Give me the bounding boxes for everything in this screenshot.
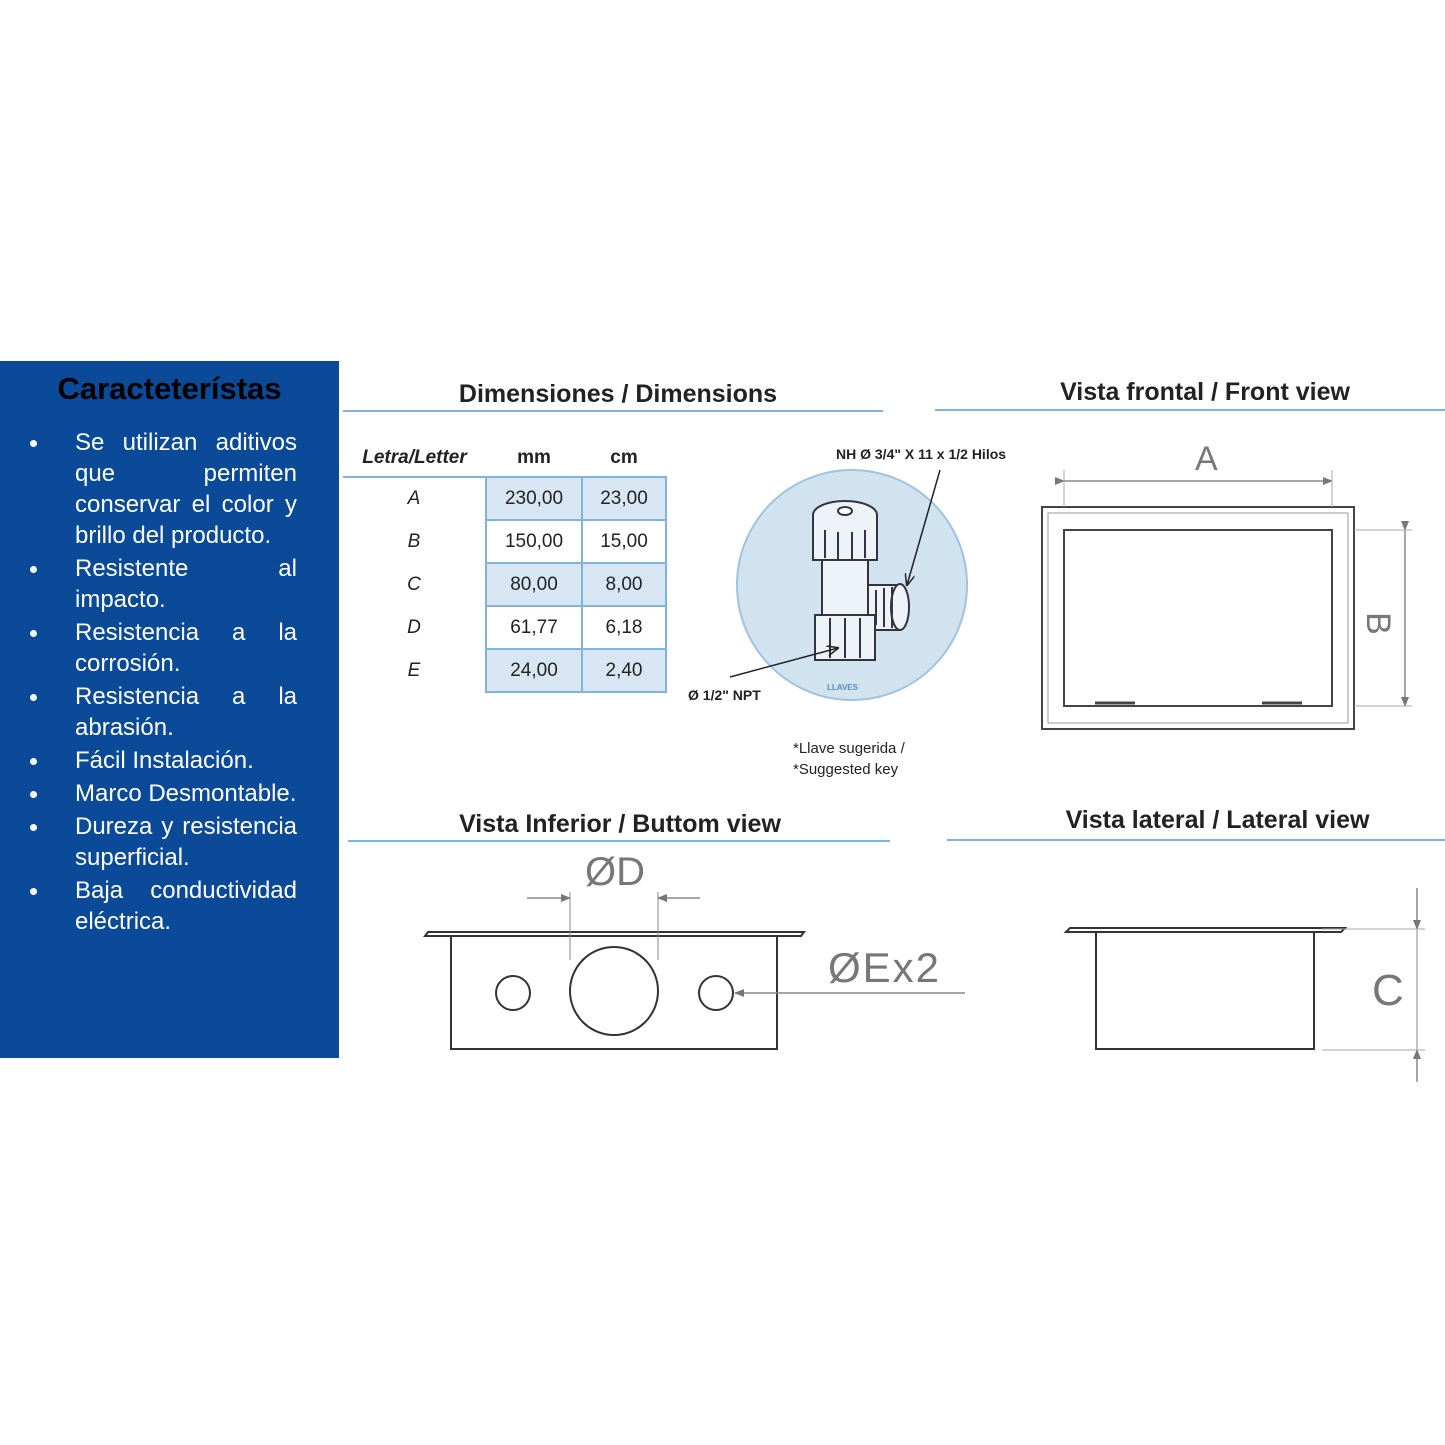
lateral-view-title: Vista lateral / Lateral view: [1065, 806, 1370, 834]
front-view-drawing: [1041, 470, 1412, 730]
row-mm: 230,00: [485, 476, 583, 521]
bullet-icon: [30, 824, 37, 831]
front-view-title: Vista frontal / Front view: [1060, 378, 1350, 406]
valve-top-label: NH Ø 3/4" X 11 x 1/2 Hilos: [836, 446, 1007, 462]
features-list: Se utilizan aditivos que permiten conser…: [22, 427, 297, 939]
header-cm: cm: [582, 440, 666, 478]
bottom-view-title: Vista Inferior / Buttom view: [459, 810, 781, 838]
bullet-icon: [30, 566, 37, 573]
table-row: B 150,00 15,00: [343, 519, 667, 564]
feature-item: Fácil Instalación.: [22, 745, 297, 776]
table-row: D 61,77 6,18: [343, 605, 667, 650]
bottom-view-rule: [348, 840, 890, 842]
table-header-row: Letra/Letter mm cm: [343, 440, 666, 478]
row-letter: B: [407, 530, 421, 552]
feature-item: Resistencia a la abrasión.: [22, 681, 297, 743]
row-cm: 8,00: [581, 562, 667, 607]
valve-note-line2: *Suggested key: [793, 761, 899, 778]
row-mm: 80,00: [485, 562, 583, 607]
table-row: A 230,00 23,00: [343, 476, 667, 521]
row-letter: D: [407, 616, 421, 638]
bullet-icon: [30, 791, 37, 798]
valve-brand: LLAVES: [827, 683, 858, 692]
dimensions-table: Letra/Letter mm cm A 230,00 23,00 B 150,…: [343, 440, 667, 693]
feature-item: Dureza y resistencia superficial.: [22, 811, 297, 873]
row-cm: 2,40: [581, 648, 667, 693]
front-view-rule: [935, 409, 1445, 411]
dimensions-title: Dimensiones / Dimensions: [458, 380, 778, 408]
header-mm: mm: [486, 440, 582, 478]
bottom-view-drawing: [423, 892, 965, 1050]
bullet-icon: [30, 440, 37, 447]
row-cm: 6,18: [581, 605, 667, 650]
hole-d: [569, 946, 659, 1036]
row-letter: C: [407, 573, 421, 595]
valve-bottom-pointer: [729, 648, 838, 678]
valve-note-line1: *Llave sugerida /: [793, 740, 905, 757]
lateral-view-rule: [947, 839, 1445, 841]
feature-item: Se utilizan aditivos que permiten conser…: [22, 427, 297, 551]
row-letter: E: [407, 659, 421, 681]
label-e: ØEx2: [828, 944, 942, 991]
label-d: ØD: [585, 850, 645, 894]
bullet-icon: [30, 630, 37, 637]
row-mm: 24,00: [485, 648, 583, 693]
table-row: C 80,00 8,00: [343, 562, 667, 607]
dimensions-rule: [343, 410, 883, 412]
header-letter: Letra/Letter: [343, 440, 486, 478]
feature-item: Resistente al impacto.: [22, 553, 297, 615]
row-letter: A: [407, 488, 421, 509]
feature-item: Resistencia a la corrosión.: [22, 617, 297, 679]
valve-top-pointer: [907, 469, 941, 585]
valve-illustration: [729, 469, 968, 701]
row-mm: 61,77: [485, 605, 583, 650]
features-title: Caracteterístas: [57, 371, 282, 406]
feature-item: Baja conductividad eléctrica.: [22, 875, 297, 937]
lateral-view-drawing: [1063, 888, 1425, 1082]
row-cm: 15,00: [581, 519, 667, 564]
label-c: C: [1372, 966, 1404, 1015]
bullet-icon: [30, 888, 37, 895]
table-row: E 24,00 2,40: [343, 648, 667, 693]
valve-bottom-label: Ø 1/2" NPT: [688, 687, 761, 703]
hole-e-left: [495, 975, 531, 1011]
hole-e-right: [698, 975, 734, 1011]
label-a: A: [1195, 440, 1218, 478]
feature-item: Marco Desmontable.: [22, 778, 297, 809]
bullet-icon: [30, 694, 37, 701]
row-cm: 23,00: [581, 476, 667, 521]
bullet-icon: [30, 758, 37, 765]
label-b: B: [1358, 612, 1397, 635]
features-panel: Caracteterístas Se utilizan aditivos que…: [0, 361, 339, 1058]
row-mm: 150,00: [485, 519, 583, 564]
